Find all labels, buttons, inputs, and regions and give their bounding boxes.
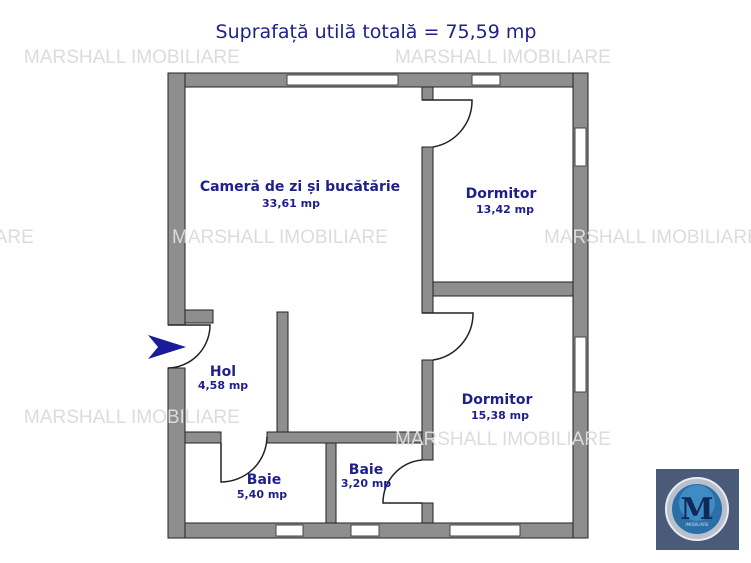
total-area-title: Suprafață utilă totală = 75,59 mp	[216, 21, 537, 43]
room-name: Dormitor	[462, 392, 533, 408]
room-name: Dormitor	[466, 186, 537, 202]
doors	[167, 99, 474, 504]
room-area: 33,61 mp	[262, 197, 320, 210]
room-name: Hol	[210, 364, 236, 380]
watermark: MARSHALL IMOBILIARE	[24, 407, 240, 428]
arrow-right-icon	[148, 335, 186, 359]
room-area: 15,38 mp	[471, 409, 529, 422]
watermarks: MARSHALL IMOBILIARE MARSHALL IMOBILIARE …	[0, 47, 751, 450]
room-name: Baie	[349, 462, 383, 478]
watermark: MARSHALL IMOBILIARE	[24, 47, 240, 68]
watermark: MARSHALL IMOBILIARE	[395, 47, 611, 68]
watermark: MARSHALL IMOBILIARE	[544, 227, 751, 248]
room-name: Cameră de zi și bucătărie	[200, 179, 400, 195]
logo: M IMOBILIARE	[656, 469, 739, 550]
room-area: 3,20 mp	[341, 477, 391, 490]
watermark: MARSHALL IMOBILIARE	[0, 227, 34, 248]
watermark: MARSHALL IMOBILIARE	[395, 429, 611, 450]
room-area: 5,40 mp	[237, 488, 287, 501]
room-labels: Cameră de zi și bucătărie 33,61 mp Dormi…	[198, 179, 537, 501]
logo-letter: M	[680, 492, 713, 527]
walls	[167, 72, 589, 539]
room-area: 13,42 mp	[476, 203, 534, 216]
room-area: 4,58 mp	[198, 379, 248, 392]
room-name: Baie	[247, 472, 281, 488]
watermark: MARSHALL IMOBILIARE	[172, 227, 388, 248]
logo-text: IMOBILIARE	[685, 522, 709, 527]
